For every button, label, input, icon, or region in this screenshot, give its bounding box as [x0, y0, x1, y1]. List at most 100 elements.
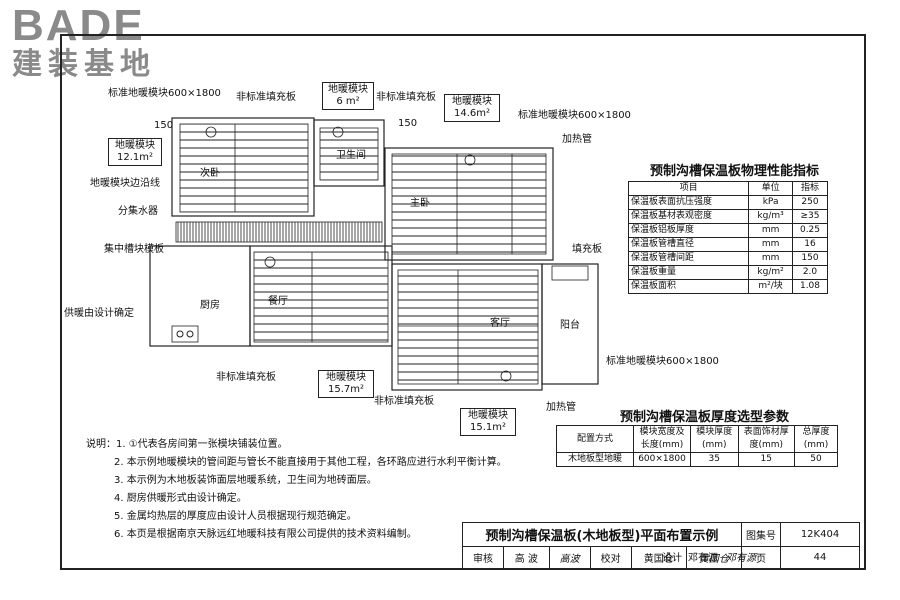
table-row: 木地板型地暖 600×1800 35 15 50 — [556, 452, 839, 467]
label-module-151: 地暖模块 15.1m² — [460, 408, 516, 436]
checker-signature: 黄国仓 — [685, 546, 743, 569]
logo-brand: BADE — [12, 1, 145, 50]
label-collector-module: 集中槽块模板 — [104, 244, 164, 255]
room-bedroom2: 次卧 — [200, 168, 220, 179]
room-kitchen: 厨房 — [200, 300, 220, 311]
label-manifold: 分集水器 — [118, 206, 158, 217]
label-edge-line: 地暖模块边沿线 — [90, 178, 160, 189]
balcony-walls — [541, 263, 599, 385]
bedroom2-pipes — [179, 123, 309, 213]
page-number: 44 — [780, 546, 860, 569]
thick-cell: 35 — [690, 452, 739, 467]
label-nonstd-fill-top: 非标准填充板 — [236, 92, 296, 103]
props-cell: 保温板面积 — [627, 279, 750, 294]
note-item: 6. 本页是根据南京天脉远红地暖科技有限公司提供的技术资料编制。 — [114, 529, 417, 540]
props-cell: 1.08 — [791, 279, 829, 294]
atlas-number: 12K404 — [780, 522, 860, 547]
props-cell: mm — [748, 237, 793, 252]
title-block: 预制沟槽保温板(木地板型)平面布置示例 图集号 12K404 审核 高 波 高波… — [461, 522, 860, 569]
props-cell: kg/m³ — [748, 209, 793, 224]
props-header: 指标 — [791, 181, 829, 196]
props-cell: mm — [748, 223, 793, 238]
designer-signature: 邓有源 — [726, 553, 756, 564]
label-nonstd-fill-bottom2: 非标准填充板 — [374, 396, 434, 407]
props-cell: 保温板铝板厚度 — [627, 223, 750, 238]
room-bathroom: 卫生间 — [336, 150, 366, 161]
props-cell: kPa — [748, 195, 793, 210]
label-heating-pipe-top: 加热管 — [562, 134, 592, 145]
label-dim-150-a: 150 — [154, 120, 174, 131]
props-cell: 150 — [791, 251, 829, 266]
label-fill-board: 填充板 — [572, 244, 602, 255]
label-module-121: 地暖模块 12.1m² — [108, 138, 162, 166]
drawing-title: 预制沟槽保温板(木地板型)平面布置示例 — [462, 522, 742, 547]
props-cell: 0.25 — [791, 223, 829, 238]
brand-logo: BADE 建装基地 — [12, 4, 182, 82]
thick-header: 总厚度(mm) — [793, 425, 839, 453]
note-item: 5. 金属均热层的厚度应由设计人员根据现行规范确定。 — [114, 511, 357, 522]
label-module-6: 地暖模块 6 m² — [322, 82, 374, 110]
props-cell: 2.0 — [791, 265, 829, 280]
thick-header: 模块宽度及长度(mm) — [633, 425, 691, 453]
room-dining: 餐厅 — [268, 296, 288, 307]
label-nonstd-fill-mid: 非标准填充板 — [376, 92, 436, 103]
props-cell: 16 — [791, 237, 829, 252]
reviewer-signature: 高波 — [548, 546, 591, 569]
note-item: 2. 本示例地暖模块的管间距与管长不能直接用于其他工程，各环路应进行水利平衡计算… — [114, 457, 507, 468]
bathroom-walls — [313, 119, 385, 187]
props-cell: kg/m² — [748, 265, 793, 280]
props-cell: ≥35 — [791, 209, 829, 224]
review-label: 审核 — [461, 546, 505, 569]
label-std-module-right: 标准地暖模块600×1800 — [518, 110, 631, 121]
label-module-146: 地暖模块 14.6m² — [444, 94, 500, 122]
props-cell: mm — [748, 251, 793, 266]
label-dim-150-b: 150 — [398, 118, 418, 129]
collector-module — [175, 221, 383, 243]
label-module-157: 地暖模块 15.7m² — [318, 370, 374, 398]
designer: 邓有源 — [688, 553, 718, 564]
thick-header: 配置方式 — [556, 425, 634, 453]
props-cell: 保温板重量 — [627, 265, 750, 280]
page-label: 页 — [741, 546, 781, 569]
props-table-title: 预制沟槽保温板物理性能指标 — [650, 164, 820, 179]
dining-pipes — [253, 251, 389, 343]
thick-cell: 600×1800 — [633, 452, 691, 467]
room-living: 客厅 — [490, 318, 510, 329]
note-item: 3. 本示例为木地板装饰面层地暖系统，卫生间为地砖面层。 — [114, 475, 377, 486]
logo-subtitle: 建装基地 — [12, 47, 156, 82]
props-header: 项目 — [627, 181, 750, 196]
atlas-label: 图集号 — [741, 522, 781, 547]
design-label: 设计 — [662, 553, 682, 564]
label-std-module-top: 标准地暖模块600×1800 — [108, 88, 221, 99]
room-balcony: 阳台 — [560, 320, 580, 331]
props-cell: 保温板管槽间距 — [627, 251, 750, 266]
label-heating-pipe-bottom: 加热管 — [546, 402, 576, 413]
drawing-frame — [60, 34, 866, 570]
master-walls — [384, 147, 554, 261]
thick-header: 模块厚度(mm) — [690, 425, 739, 453]
label-std-module-bottom: 标准地暖模块600×1800 — [606, 356, 719, 367]
notes: 说明：1. ①代表各房间第一张模块铺装位置。 2. 本示例地暖模块的管间距与管长… — [86, 436, 507, 544]
note-item: 4. 厨房供暖形式由设计确定。 — [114, 493, 247, 504]
note-item: 说明：1. ①代表各房间第一张模块铺装位置。 — [86, 439, 288, 450]
check-label: 校对 — [589, 546, 632, 569]
reviewer: 高 波 — [503, 546, 550, 569]
thick-cell: 木地板型地暖 — [556, 452, 634, 467]
props-cell: m²/块 — [748, 279, 793, 294]
props-cell: 保温板表面抗压强度 — [627, 195, 750, 210]
thick-cell: 50 — [793, 452, 839, 467]
kitchen-walls — [149, 245, 251, 347]
thick-table: 配置方式 模块宽度及长度(mm) 模块厚度(mm) 表面饰材厚度(mm) 总厚度… — [556, 425, 839, 467]
room-master: 主卧 — [410, 198, 430, 209]
living-pipes — [397, 269, 539, 385]
label-heating-supply: 供暖由设计确定 — [64, 308, 134, 319]
thick-table-title: 预制沟槽保温板厚度选型参数 — [620, 410, 790, 425]
